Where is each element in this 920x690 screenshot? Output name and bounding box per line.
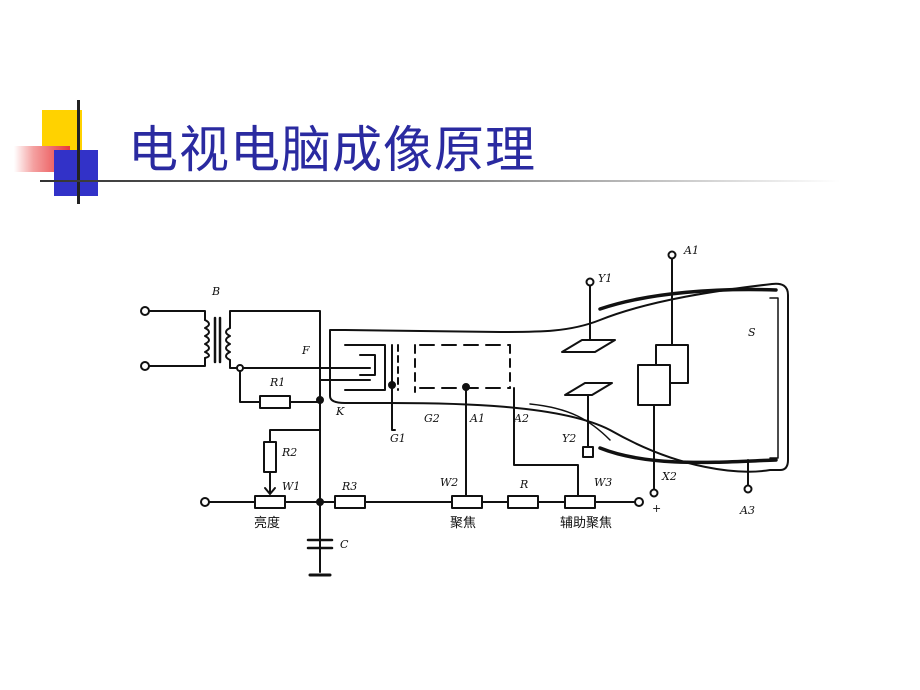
bias-network (200, 429, 644, 577)
label-c: C (340, 538, 349, 551)
caption-focus: 聚焦 (450, 516, 476, 531)
label-y1: Y1 (598, 272, 612, 285)
label-w1: W1 (282, 480, 300, 493)
label-r: R (519, 478, 528, 491)
label-r3: R3 (341, 480, 357, 493)
label-plus: + (652, 502, 661, 515)
label-r2: R2 (281, 446, 297, 459)
title-underline (40, 180, 840, 182)
label-k: K (335, 405, 345, 418)
deflection-plates (561, 250, 753, 498)
label-w3: W3 (594, 476, 612, 489)
resistor-r1 (239, 359, 371, 573)
label-x2: X2 (661, 470, 677, 483)
decor-yellow-square (42, 110, 82, 150)
label-a3: A3 (739, 504, 755, 517)
label-w2: W2 (440, 476, 458, 489)
decor-blue-square (54, 150, 98, 196)
label-a1-top: A1 (683, 244, 699, 257)
label-g2: G2 (424, 412, 440, 425)
label-y2: Y2 (562, 432, 576, 445)
label-f: F (301, 344, 310, 357)
crt-tube (329, 282, 789, 473)
diagram-labels: B F R1 K G1 G2 A1 A2 R2 W1 R3 W2 R W3 C … (211, 244, 756, 551)
label-g1: G1 (390, 432, 406, 445)
label-a1-grid: A1 (469, 412, 485, 425)
caption-aux-focus: 辅助聚焦 (560, 516, 612, 531)
label-a2: A2 (513, 412, 529, 425)
label-r1: R1 (269, 376, 285, 389)
caption-brightness: 亮度 (254, 515, 280, 531)
label-s: S (748, 326, 756, 339)
transformer (140, 306, 371, 372)
electron-gun (344, 344, 579, 501)
slide-title: 电视电脑成像原理 (128, 121, 536, 179)
label-b: B (211, 285, 220, 298)
decor-vertical-line (77, 100, 80, 204)
